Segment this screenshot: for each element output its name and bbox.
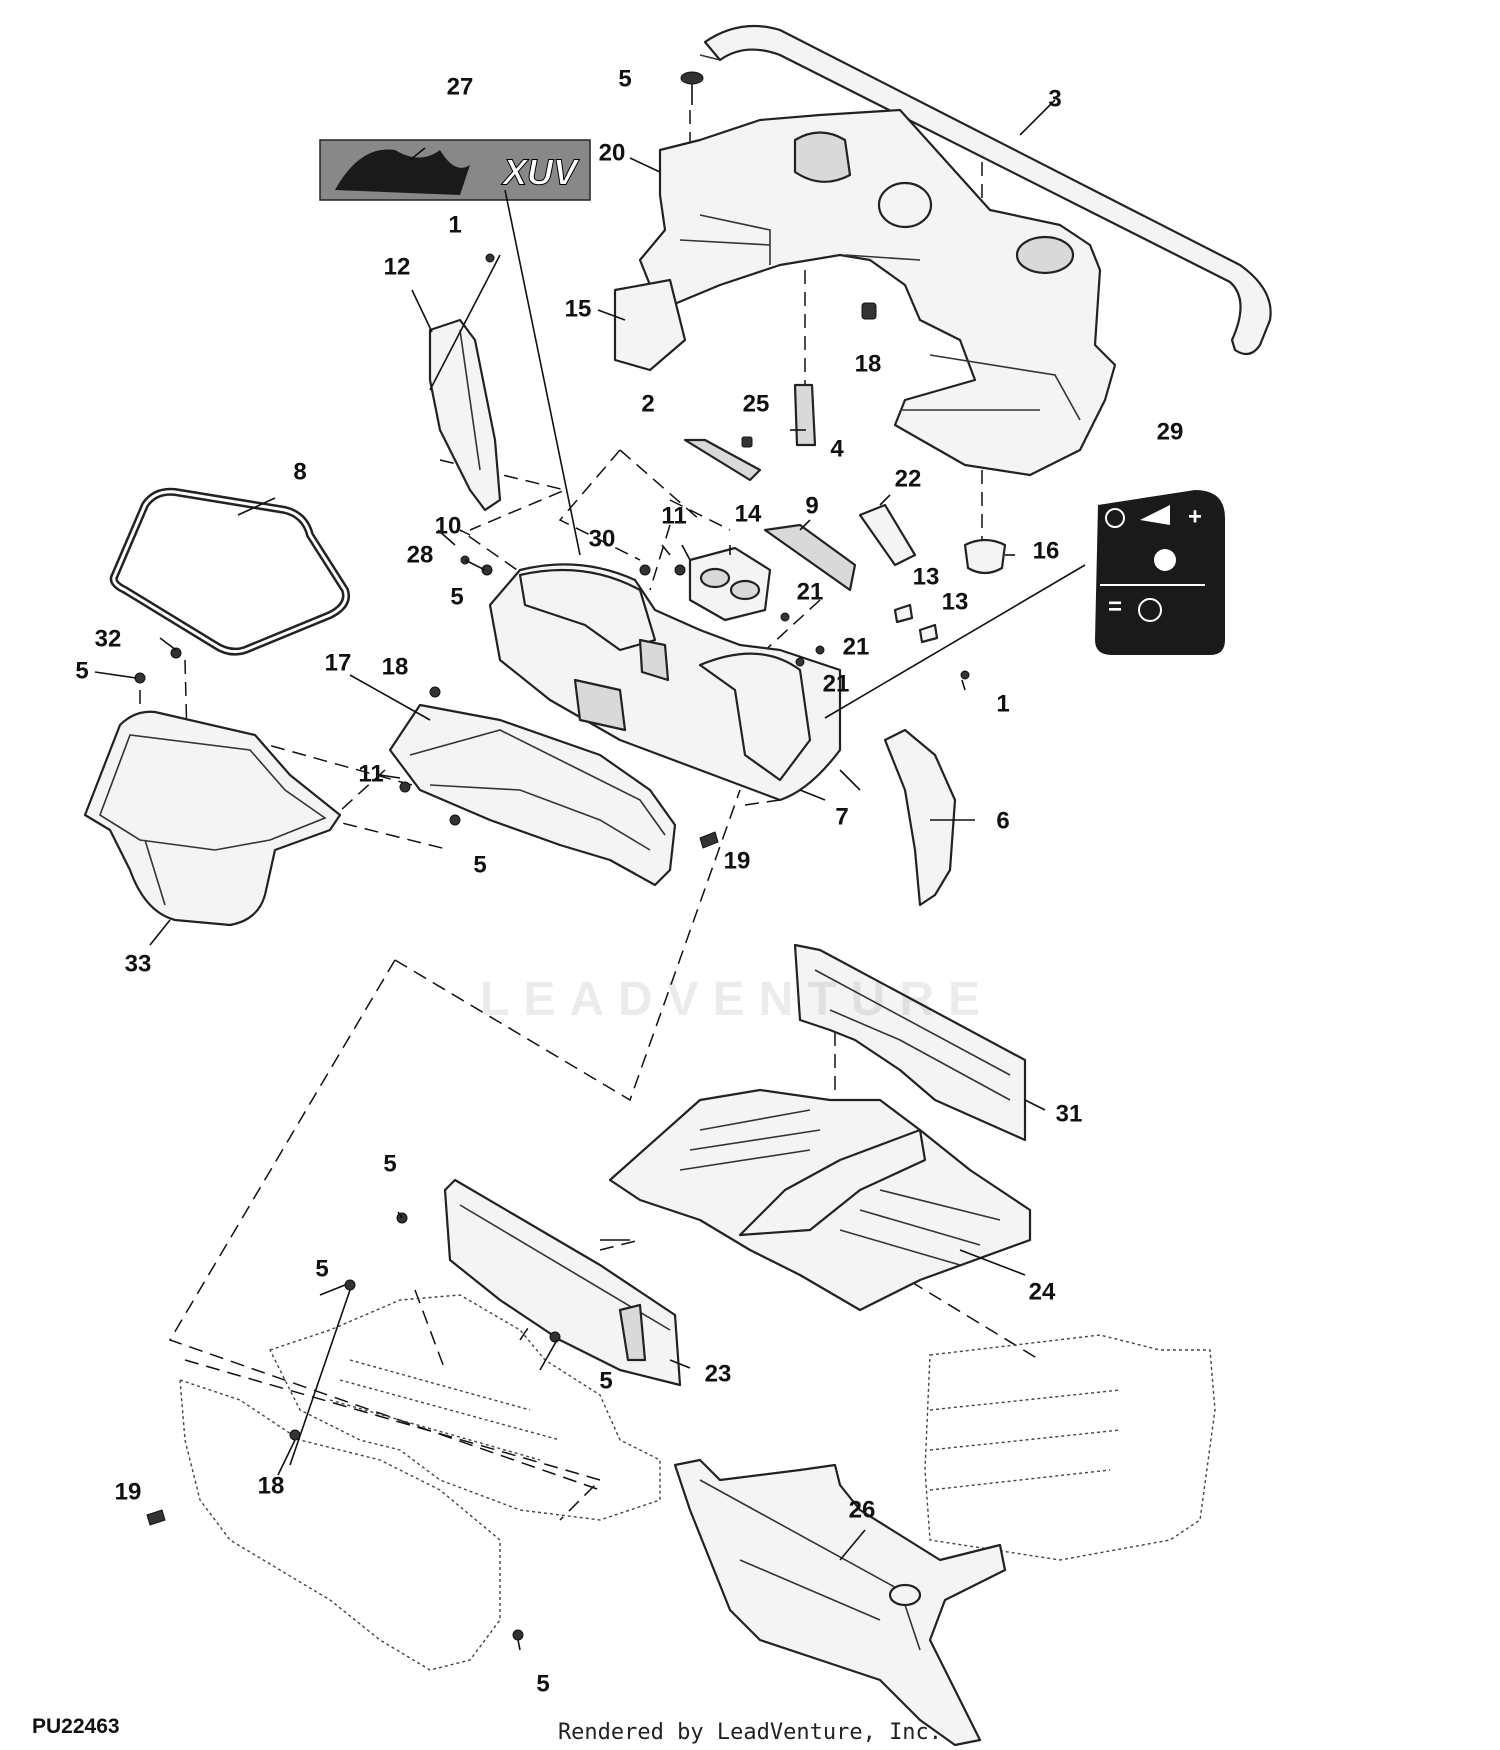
callout-13-a: 13 [913, 563, 940, 590]
part-8-gasket [109, 487, 350, 656]
callout-15: 15 [565, 295, 592, 322]
part-16-cap [963, 538, 1007, 575]
part-29-decal: + = [1095, 490, 1225, 655]
part-6-right-pillar [883, 728, 957, 907]
part-3-roll-bar [699, 24, 1272, 356]
callout-19-upper: 19 [724, 847, 751, 874]
decal-equals-sign: = [1108, 593, 1122, 620]
watermark: LEADVENTURE [480, 973, 995, 1026]
callout-5-floor: 5 [383, 1150, 396, 1177]
callout-2: 2 [641, 390, 654, 417]
callout-5-top: 5 [618, 65, 631, 92]
callout-5-dash: 5 [450, 583, 463, 610]
callout-21-b: 21 [843, 633, 870, 660]
callout-18-upper: 18 [855, 350, 882, 377]
callout-11-upper: 11 [661, 502, 686, 529]
callout-16: 16 [1033, 537, 1060, 564]
callout-18-lower: 18 [258, 1472, 285, 1499]
callout-labels: 5 3 27 20 1 12 15 18 2 25 4 29 8 22 9 10… [75, 65, 1183, 1697]
document-code: PU22463 [32, 1715, 120, 1738]
leader-lines [94, 99, 1086, 1651]
callout-20: 20 [599, 139, 626, 166]
callout-18-mid: 18 [382, 653, 409, 680]
part-12-left-pillar [428, 318, 502, 512]
callout-1-right: 1 [996, 690, 1009, 717]
part-5-screw-top [680, 71, 704, 105]
part-23-floor-panel-lower [443, 1178, 682, 1387]
fasteners [134, 253, 970, 1641]
part-26-frame [673, 1458, 1007, 1747]
callout-6: 6 [996, 807, 1009, 834]
callout-5-bottom: 5 [536, 1670, 549, 1697]
callout-5-lower-mid: 5 [599, 1367, 612, 1394]
callout-1-left: 1 [448, 211, 461, 238]
callout-22: 22 [895, 465, 922, 492]
callout-14: 14 [735, 500, 762, 527]
callout-11-lower: 11 [358, 760, 383, 787]
callout-17: 17 [325, 649, 352, 676]
callout-21-c: 21 [823, 670, 850, 697]
ghost-vehicle-body [179, 1294, 1216, 1671]
decal-plus-sign: + [1188, 503, 1202, 530]
part-18-clip-upper [861, 302, 877, 320]
callout-4: 4 [830, 435, 844, 462]
part-24-floor-mat [608, 1088, 1032, 1312]
callout-9: 9 [805, 492, 818, 519]
part-33-bin [83, 710, 342, 927]
part-2-trim-strip [683, 438, 762, 482]
render-credit: Rendered by LeadVenture, Inc. [557, 1720, 943, 1745]
part-25-clip [741, 436, 753, 448]
callout-5-kick: 5 [473, 851, 486, 878]
callout-24: 24 [1029, 1278, 1056, 1305]
callout-32: 32 [95, 625, 122, 652]
callout-21-a: 21 [797, 578, 824, 605]
callout-12: 12 [384, 253, 411, 280]
part-31-floor-panel-upper [793, 943, 1027, 1142]
part-22-switch-plate [858, 503, 917, 567]
part-20-dash-panel [638, 108, 1117, 477]
callout-5-bin: 5 [75, 657, 88, 684]
callout-27: 27 [447, 73, 474, 100]
callout-29: 29 [1157, 418, 1184, 445]
callout-13-b: 13 [942, 588, 969, 615]
callout-25: 25 [743, 390, 770, 417]
callout-31: 31 [1056, 1100, 1083, 1127]
decal-xuv-text: XUV [501, 152, 580, 193]
callout-8: 8 [293, 458, 306, 485]
part-15-cover [613, 278, 687, 372]
callout-3: 3 [1048, 85, 1061, 112]
callout-30: 30 [589, 525, 616, 552]
callout-5-lower-left: 5 [315, 1255, 328, 1282]
part-4-bracket [793, 383, 817, 447]
part-7-dash-lower [488, 563, 842, 802]
part-27-xuv-decal: XUV [319, 139, 591, 201]
callout-28: 28 [407, 541, 434, 568]
callout-19-lower: 19 [115, 1478, 142, 1505]
part-14-cupholder [688, 546, 772, 622]
part-13-plugs [893, 603, 939, 644]
part-17-kick-panel [388, 703, 677, 887]
callout-10: 10 [435, 512, 462, 539]
part-9-trim [763, 523, 857, 592]
callout-7: 7 [835, 803, 848, 830]
callout-26: 26 [849, 1496, 876, 1523]
callout-33: 33 [125, 950, 152, 977]
callout-23: 23 [705, 1360, 732, 1387]
